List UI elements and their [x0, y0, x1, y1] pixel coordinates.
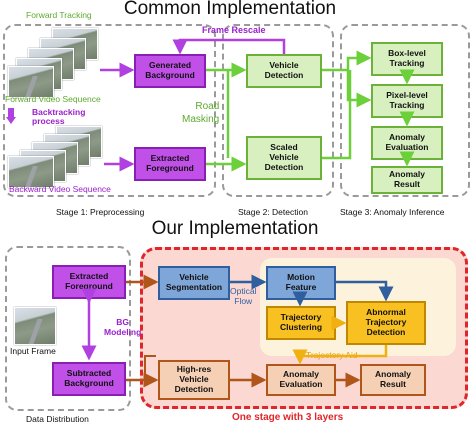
- stage1-region: [3, 24, 216, 197]
- optical-flow-label: Optical Flow: [230, 286, 257, 306]
- bottom-anomaly-result-box: Anomaly Result: [360, 364, 426, 396]
- stage3-label: Stage 3: Anomaly Inference: [340, 207, 445, 217]
- forward-video-sequence-label: Forward Video Sequence: [5, 94, 101, 104]
- down-arrow-icon: [6, 108, 16, 124]
- bottom-anomaly-evaluation-box: Anomaly Evaluation: [266, 364, 336, 396]
- high-res-vehicle-detection-box: High-res Vehicle Detection: [158, 360, 230, 400]
- data-distribution-region: [5, 246, 131, 411]
- scaled-vehicle-detection-box: Scaled Vehicle Detection: [246, 136, 322, 180]
- bg-modeling-label: BG Modeling: [104, 317, 142, 337]
- bottom-extracted-foreground-box: Extracted Foreground: [52, 265, 126, 299]
- pixel-level-tracking-box: Pixel-level Tracking: [371, 84, 443, 118]
- one-stage-label: One stage with 3 layers: [232, 412, 344, 423]
- top-title: Common Implementation: [123, 0, 337, 19]
- abnormal-trajectory-detection-box: Abnormal Trajectory Detection: [346, 301, 426, 345]
- backtracking-label: Backtracking process: [32, 107, 86, 127]
- bottom-subtracted-background-box: Subtracted Background: [52, 362, 126, 396]
- motion-feature-box: Motion Feature: [266, 266, 336, 300]
- anomaly-result-box: Anomaly Result: [371, 166, 443, 194]
- stage2-label: Stage 2: Detection: [238, 207, 308, 217]
- box-level-tracking-box: Box-level Tracking: [371, 42, 443, 76]
- input-frame-label: Input Frame: [10, 346, 56, 356]
- vehicle-segmentation-box: Vehicle Segmentation: [158, 266, 230, 300]
- data-distribution-label: Data Distribution: [26, 414, 89, 424]
- bottom-title: Our Implementation: [151, 218, 319, 239]
- road-masking-label: Road Masking: [182, 101, 220, 125]
- trajectory-aid-label: Trajectory Aid: [306, 350, 358, 360]
- backward-video-sequence-label: Backward Video Sequence: [9, 184, 111, 194]
- trajectory-clustering-box: Trajectory Clustering: [266, 306, 336, 340]
- input-frame-image: [14, 307, 56, 345]
- vehicle-detection-box: Vehicle Detection: [246, 54, 322, 88]
- stage1-label: Stage 1: Preprocessing: [56, 207, 145, 217]
- extracted-foreground-box: Extracted Foreground: [134, 147, 206, 181]
- anomaly-evaluation-box: Anomaly Evaluation: [371, 126, 443, 160]
- generated-background-box: Generated Background: [134, 54, 206, 88]
- forward-tracking-label: Forward Tracking: [26, 10, 92, 20]
- frame-rescale-label: Frame Rescale: [202, 25, 266, 35]
